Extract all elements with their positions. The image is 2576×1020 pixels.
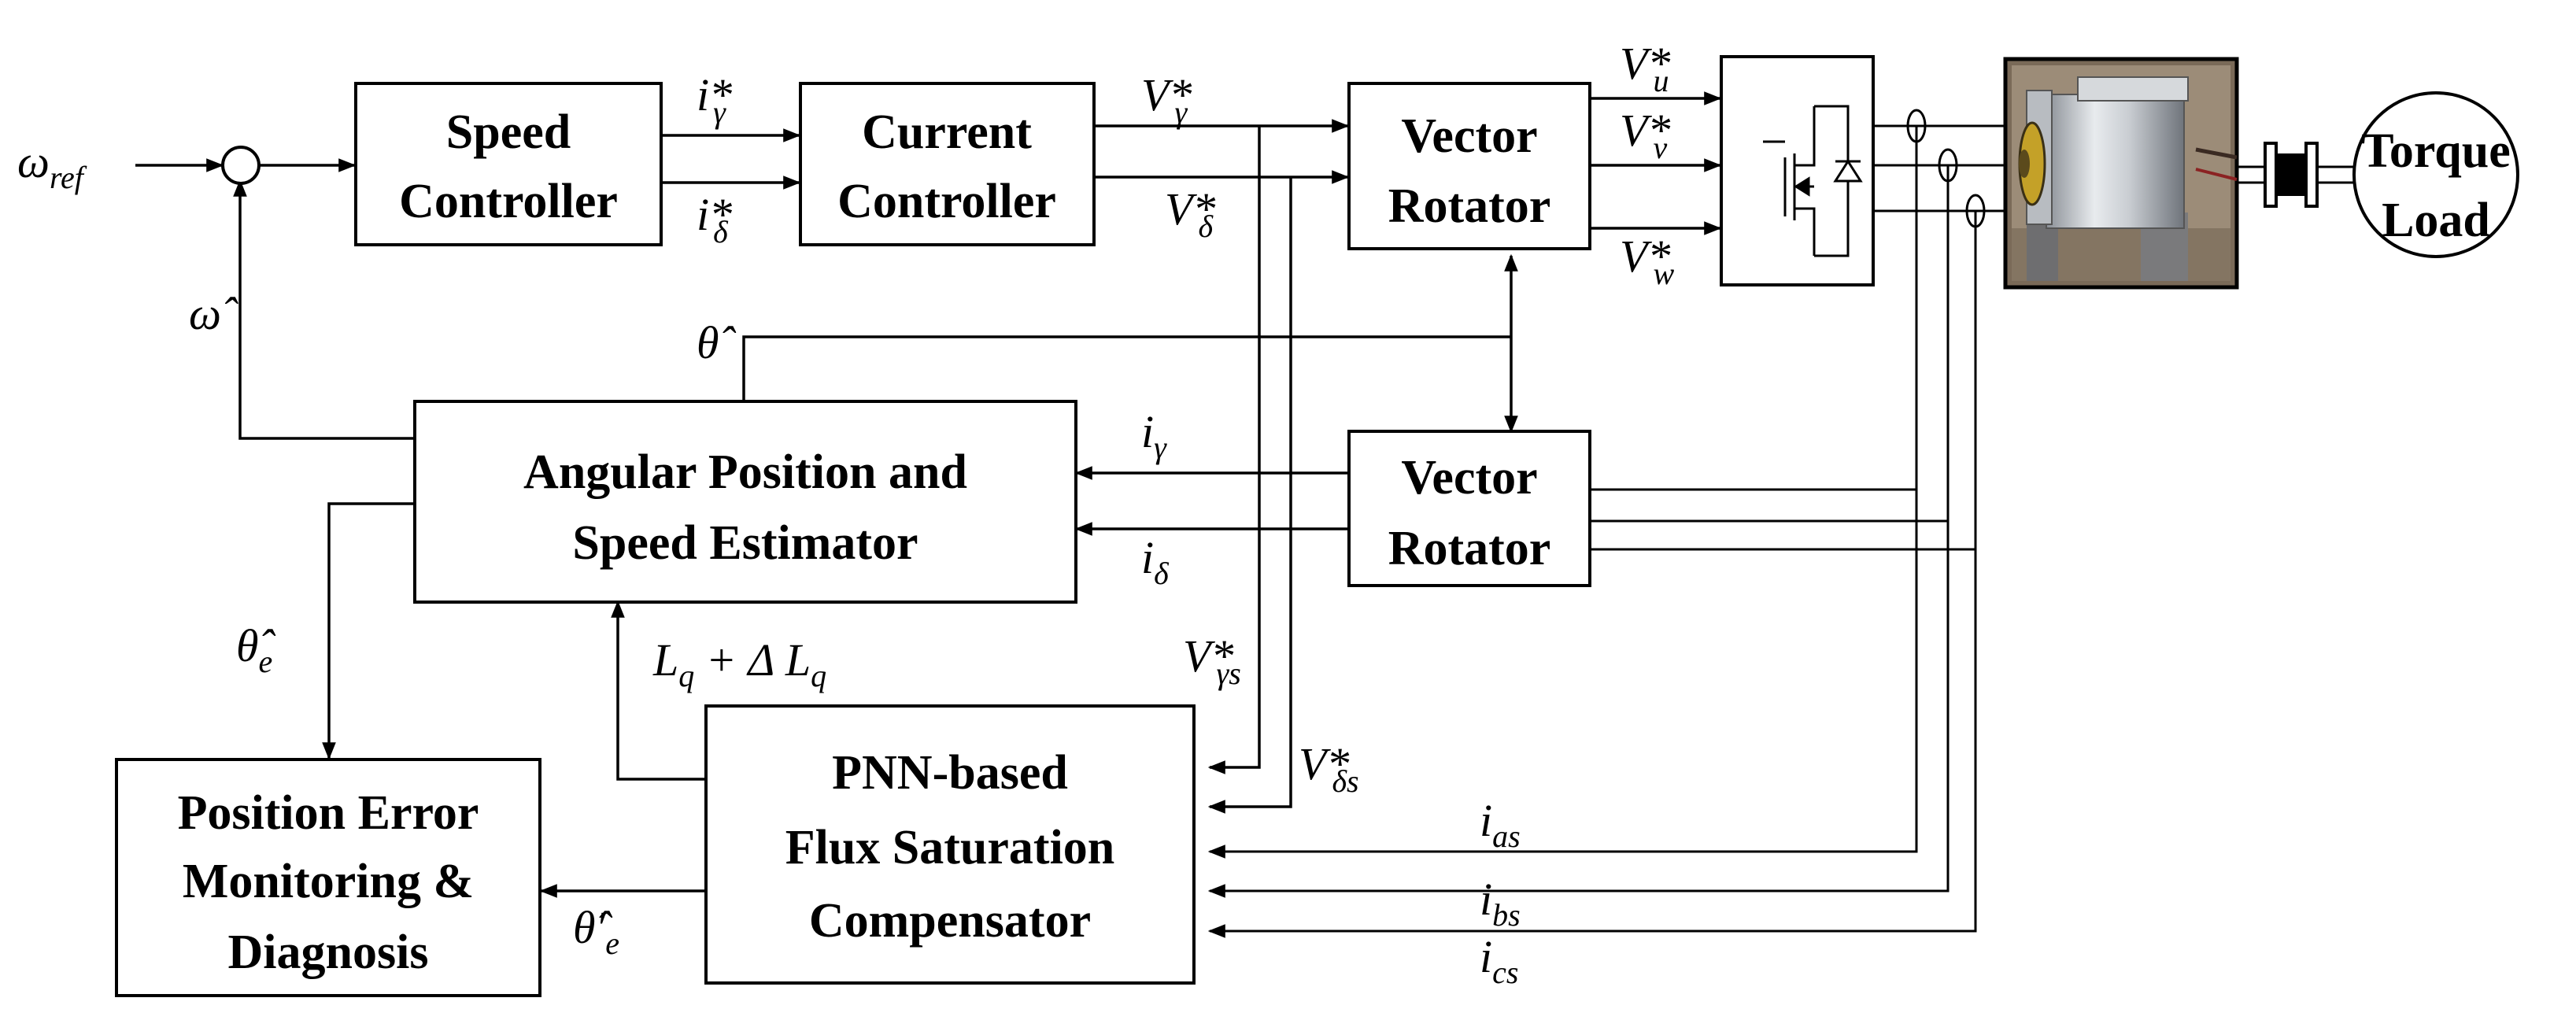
- speed-controller-line-2: Controller: [399, 175, 618, 228]
- vector-rotator-top-block: Vector Rotator: [1347, 82, 1591, 250]
- compensator-line-3: Compensator: [809, 894, 1091, 948]
- current-controller-line-1: Current: [862, 105, 1032, 159]
- vector-rotator-bottom-block: Vector Rotator: [1347, 430, 1591, 587]
- speed-controller-block: Speed Controller: [354, 82, 663, 246]
- vector-rotator-bottom-line-1: Vector: [1401, 451, 1537, 504]
- i-as-label: ias: [1480, 795, 1521, 854]
- current-sensor-a: [1906, 109, 1927, 143]
- vector-rotator-top-line-1: Vector: [1401, 109, 1537, 163]
- omega-hat-label: ω̂: [189, 288, 238, 339]
- i-delta-label: iδ: [1141, 532, 1170, 591]
- v-delta-s-label: V*δs: [1299, 738, 1359, 799]
- monitor-line-1: Position Error: [178, 786, 479, 840]
- v-gamma-s-label: V*γs: [1183, 630, 1241, 691]
- compensator-block: PNN-based Flux Saturation Compensator: [704, 704, 1196, 985]
- estimator-block: Angular Position and Speed Estimator: [413, 400, 1077, 604]
- v-delta-star-label: V*δ: [1165, 183, 1215, 244]
- theta-e-prime-label: θ̂′e: [573, 902, 619, 961]
- v-gamma-star-label: V*γ: [1141, 69, 1192, 130]
- i-gamma-label: iγ: [1141, 406, 1167, 465]
- vector-rotator-bottom-line-2: Rotator: [1388, 522, 1551, 575]
- motor-photo: [2003, 57, 2239, 290]
- v-v-star-label: V*v: [1620, 105, 1670, 165]
- omega-ref-label: ωref: [17, 136, 87, 195]
- lq-label: Lq + Δ Lq: [652, 634, 826, 693]
- vector-rotator-top-line-2: Rotator: [1388, 179, 1551, 233]
- speed-controller-line-1: Speed: [446, 105, 571, 159]
- monitor-block: Position Error Monitoring & Diagnosis: [115, 758, 541, 997]
- monitor-line-2: Monitoring &: [183, 855, 474, 908]
- v-u-star-label: V*u: [1620, 38, 1670, 98]
- signal-labels: ωref ω̂ θ̂ θ̂e θ̂′e i*γ i*δ V*γ V*δ V*u …: [17, 38, 1674, 990]
- mosfet-icon: [1763, 105, 1863, 257]
- i-bs-label: ibs: [1480, 874, 1521, 933]
- compensator-line-1: PNN-based: [832, 746, 1068, 800]
- current-sensors: [1906, 109, 1986, 228]
- compensator-line-2: Flux Saturation: [785, 821, 1115, 874]
- monitor-line-3: Diagnosis: [228, 926, 429, 979]
- current-controller-block: Current Controller: [799, 82, 1096, 246]
- current-controller-line-2: Controller: [837, 175, 1056, 228]
- estimator-line-2: Speed Estimator: [572, 516, 918, 570]
- i-cs-label: ics: [1480, 931, 1518, 990]
- inverter-block: [1720, 55, 1875, 286]
- theta-e-hat-label: θ̂e: [236, 620, 275, 679]
- estimator-line-1: Angular Position and: [523, 445, 967, 499]
- summing-junction: [221, 146, 261, 185]
- torque-load-block: Torque Load: [2352, 91, 2519, 258]
- i-delta-star-label: i*δ: [697, 189, 732, 249]
- shaft-coupling: [2264, 142, 2319, 208]
- current-sensor-c: [1965, 194, 1986, 228]
- torque-load-line-1: Torque: [2361, 124, 2511, 178]
- v-w-star-label: V*w: [1620, 231, 1674, 291]
- theta-hat-label: θ̂: [697, 317, 736, 368]
- current-sensor-b: [1938, 148, 1958, 183]
- i-gamma-star-label: i*γ: [697, 69, 732, 130]
- torque-load-line-2: Load: [2382, 194, 2490, 247]
